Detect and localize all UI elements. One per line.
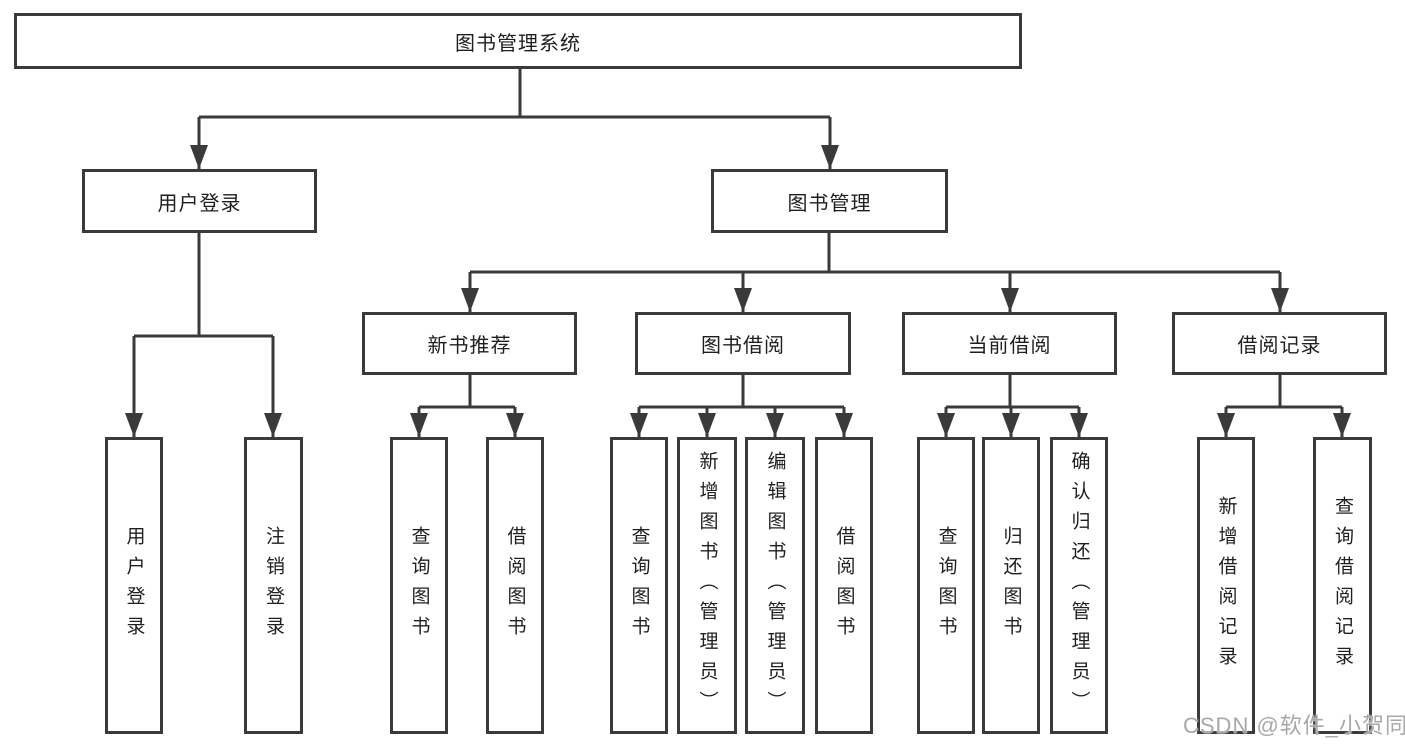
leaf-bb-add-book-admin: 新增图书（管理员） xyxy=(677,437,737,734)
leaf-label: 确认归还（管理员） xyxy=(1068,450,1090,721)
arrow-down-icon xyxy=(190,145,208,169)
edges-current-borrowing xyxy=(937,375,1088,437)
arrow-down-icon xyxy=(1217,413,1235,437)
node-book-borrowing: 图书借阅 xyxy=(635,312,851,375)
edges-book-management xyxy=(461,233,1289,312)
arrow-down-icon xyxy=(461,288,479,312)
leaf-label: 查询借阅记录 xyxy=(1332,495,1353,676)
edges-new-book-recommend xyxy=(410,375,524,437)
node-new-book-recommend: 新书推荐 xyxy=(362,312,577,375)
arrow-down-icon xyxy=(630,413,648,437)
edges-user-login xyxy=(125,233,282,437)
node-book-management: 图书管理 xyxy=(711,169,948,233)
leaf-user-login: 用户登录 xyxy=(105,437,163,734)
leaf-label: 查询图书 xyxy=(628,525,650,646)
leaf-br-add-record: 新增借阅记录 xyxy=(1197,437,1255,734)
edges-book-borrowing xyxy=(630,375,853,437)
arrow-down-icon xyxy=(835,413,853,437)
arrow-down-icon xyxy=(125,413,143,437)
arrow-down-icon xyxy=(821,145,839,169)
node-current-borrowing: 当前借阅 xyxy=(902,312,1117,375)
leaf-label: 用户登录 xyxy=(123,525,145,646)
arrow-down-icon xyxy=(506,413,524,437)
node-root: 图书管理系统 xyxy=(14,13,1022,69)
edges-root xyxy=(190,68,839,169)
leaf-nb-query-books: 查询图书 xyxy=(390,437,448,734)
leaf-cb-query-books: 查询图书 xyxy=(917,437,975,734)
leaf-bb-edit-book-admin: 编辑图书（管理员） xyxy=(745,437,805,734)
leaf-bb-borrow-books: 借阅图书 xyxy=(815,437,873,734)
leaf-cb-return-books: 归还图书 xyxy=(982,437,1040,734)
leaf-nb-borrow-books: 借阅图书 xyxy=(486,437,544,734)
leaf-label: 新增借阅记录 xyxy=(1215,495,1237,676)
arrow-down-icon xyxy=(937,413,955,437)
arrow-down-icon xyxy=(1002,413,1020,437)
leaf-cb-confirm-return-admin: 确认归还（管理员） xyxy=(1050,437,1108,734)
leaf-bb-query-books: 查询图书 xyxy=(610,437,668,734)
leaf-label: 查询图书 xyxy=(408,525,430,646)
leaf-label: 借阅图书 xyxy=(504,525,526,646)
leaf-label: 查询图书 xyxy=(935,525,957,646)
leaf-logout: 注销登录 xyxy=(244,437,303,734)
node-user-login: 用户登录 xyxy=(82,169,317,233)
arrow-down-icon xyxy=(766,413,784,437)
arrow-down-icon xyxy=(1070,413,1088,437)
arrow-down-icon xyxy=(410,413,428,437)
arrow-down-icon xyxy=(1271,288,1289,312)
leaf-label: 注销登录 xyxy=(263,525,284,646)
node-borrowing-records: 借阅记录 xyxy=(1172,312,1387,375)
leaf-br-query-record: 查询借阅记录 xyxy=(1313,437,1372,734)
arrow-down-icon xyxy=(734,288,752,312)
leaf-label: 借阅图书 xyxy=(833,525,855,646)
arrow-down-icon xyxy=(1333,413,1351,437)
csdn-watermark: CSDN @软件_小贺同学 xyxy=(1183,713,1405,738)
leaf-label: 编辑图书（管理员） xyxy=(764,450,786,721)
arrow-down-icon xyxy=(1001,288,1019,312)
edges-borrowing-records xyxy=(1217,375,1351,437)
leaf-label: 归还图书 xyxy=(1000,525,1022,646)
arrow-down-icon xyxy=(264,413,282,437)
leaf-label: 新增图书（管理员） xyxy=(696,450,718,721)
arrow-down-icon xyxy=(698,413,716,437)
